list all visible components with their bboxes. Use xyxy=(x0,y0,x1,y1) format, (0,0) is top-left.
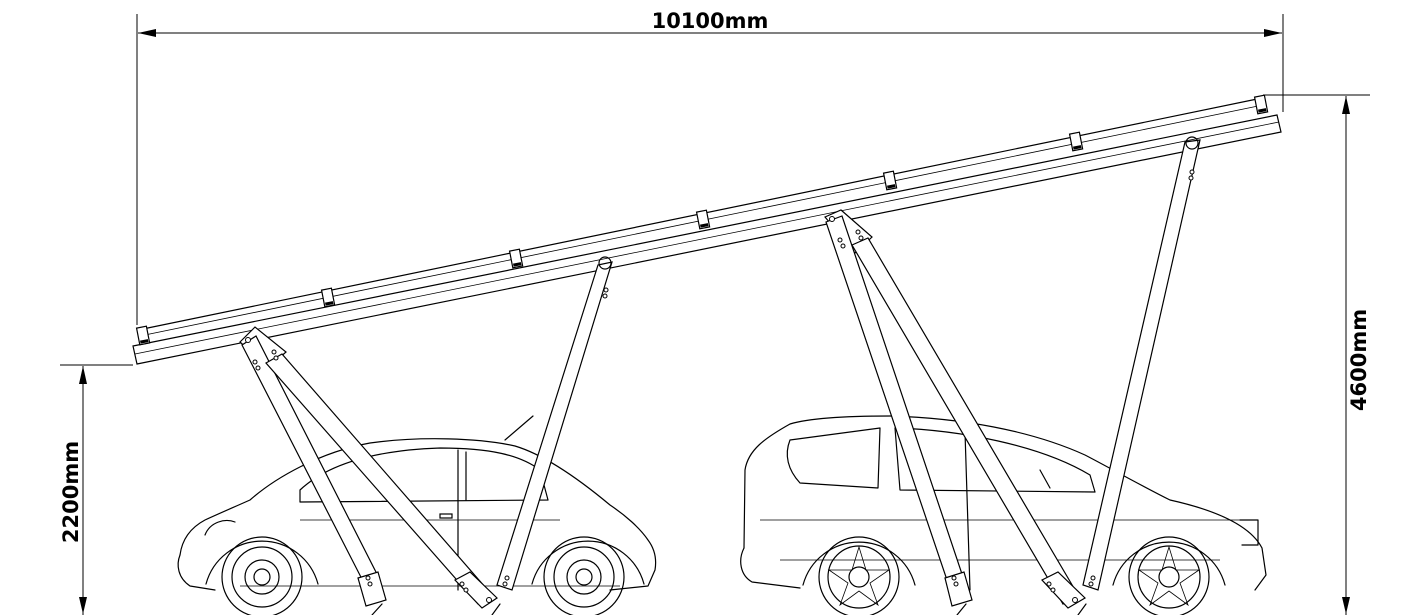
panel-clamp xyxy=(320,287,336,308)
panel-clamp xyxy=(508,248,524,269)
right-support-frame xyxy=(824,136,1201,615)
panel-clamp xyxy=(882,170,898,191)
panel-clamp xyxy=(135,325,151,346)
clearance-dimension-label: 2200mm xyxy=(59,441,83,543)
panel-clamp xyxy=(1253,94,1269,115)
panel-clamp xyxy=(695,209,711,230)
wheel xyxy=(818,536,900,615)
wheel xyxy=(221,536,303,615)
wheel xyxy=(1128,536,1210,615)
wheel xyxy=(543,536,625,615)
height-dimension: 4600mm xyxy=(1263,94,1371,615)
width-dimension-label: 10100mm xyxy=(652,9,769,33)
height-dimension-label: 4600mm xyxy=(1347,309,1371,411)
right-car xyxy=(740,415,1267,615)
panel-clamp xyxy=(1068,131,1084,152)
solar-panel-roof xyxy=(132,94,1282,365)
width-dimension: 10100mm xyxy=(136,9,1284,325)
clearance-dimension: 2200mm xyxy=(59,364,133,615)
left-car xyxy=(177,415,657,615)
left-support-frame xyxy=(239,256,613,615)
